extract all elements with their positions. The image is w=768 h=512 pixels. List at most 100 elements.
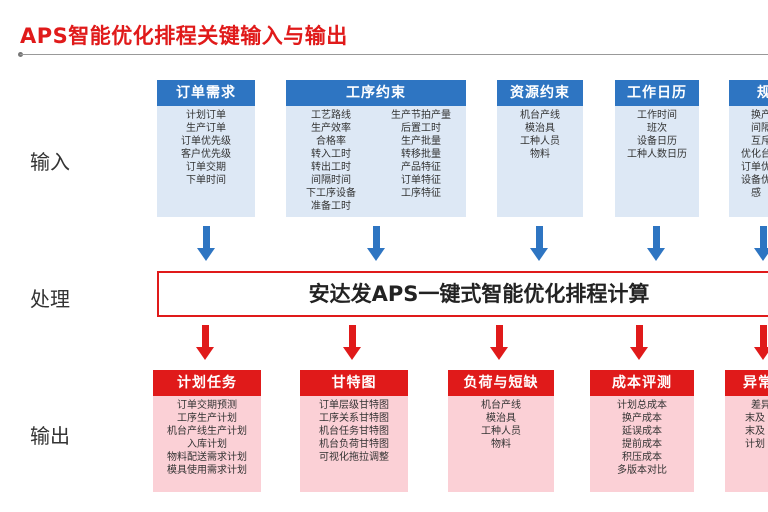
- list-item: 延误成本: [622, 426, 662, 437]
- title-rule: [20, 54, 768, 55]
- row-label-input: 输入: [30, 150, 70, 174]
- list-item: 工序关系甘特图: [319, 413, 389, 424]
- down-arrow-icon: [530, 226, 548, 262]
- list-item: 订单层级甘特图: [319, 400, 389, 411]
- list-item: 物料配送需求计划: [167, 452, 247, 463]
- list-item: 设备日历: [637, 136, 677, 147]
- column-left: 工艺路线 生产效率 合格率 转入工时 转出工时 间隔时间 下工序设备 准备工时: [286, 109, 376, 217]
- list-item: 订单优: [741, 162, 768, 173]
- list-item: 合格率: [316, 136, 346, 147]
- input-card-title: 工作日历: [615, 80, 699, 106]
- list-item: 物料: [530, 149, 550, 160]
- process-box-label: 安达发APS一键式智能优化排程计算: [308, 282, 650, 306]
- row-label-output: 输出: [30, 424, 70, 448]
- down-arrow-icon: [343, 325, 361, 361]
- down-arrow-icon: [647, 226, 665, 262]
- list-item: 优化台: [741, 149, 768, 160]
- process-box: 安达发APS一键式智能优化排程计算: [157, 271, 768, 317]
- list-item: 下单时间: [186, 175, 226, 186]
- list-item: 计划订单: [186, 110, 226, 121]
- output-card-plan-tasks: 计划任务 订单交期预测 工序生产计划 机台产线生产计划 入库计划 物料配送需求计…: [153, 370, 261, 492]
- down-arrow-icon: [196, 325, 214, 361]
- list-item: 生产订单: [186, 123, 226, 134]
- list-item: 产品特征: [401, 162, 441, 173]
- list-item: 工种人员: [481, 426, 521, 437]
- list-item: 班次: [647, 123, 667, 134]
- output-card-title: 计划任务: [153, 370, 261, 396]
- input-card-title: 工序约束: [286, 80, 466, 106]
- page-title: APS智能优化排程关键输入与输出: [20, 24, 348, 48]
- output-card-gantt: 甘特图 订单层级甘特图 工序关系甘特图 机台任务甘特图 机台负荷甘特图 可视化拖…: [300, 370, 408, 492]
- list-item: 下工序设备: [306, 188, 356, 199]
- down-arrow-icon: [490, 325, 508, 361]
- list-item: 模治具: [525, 123, 555, 134]
- list-item: 生产效率: [311, 123, 351, 134]
- output-card-body: 订单交期预测 工序生产计划 机台产线生产计划 入库计划 物料配送需求计划 模具使…: [153, 396, 261, 492]
- list-item: 可视化拖拉调整: [319, 452, 389, 463]
- list-item: 提前成本: [622, 439, 662, 450]
- output-card-body: 差异 末及 末及 计划: [725, 396, 768, 492]
- list-item: 末及: [745, 426, 765, 437]
- input-card-body: 工艺路线 生产效率 合格率 转入工时 转出工时 间隔时间 下工序设备 准备工时 …: [286, 106, 466, 217]
- output-card-title: 异常: [725, 370, 768, 396]
- list-item: 转移批量: [401, 149, 441, 160]
- input-card-body: 工作时间 班次 设备日历 工种人数日历: [615, 106, 699, 217]
- output-card-title: 负荷与短缺: [448, 370, 554, 396]
- output-card-body: 机台产线 模治具 工种人员 物料: [448, 396, 554, 492]
- down-arrow-icon: [630, 325, 648, 361]
- list-item: 订单交期: [186, 162, 226, 173]
- input-card-rules: 规 换产 间隔 互斥 优化台 订单优 设备优 感: [729, 80, 768, 217]
- list-item: 模具使用需求计划: [167, 465, 247, 476]
- list-item: 计划: [745, 439, 765, 450]
- list-item: 互斥: [751, 136, 768, 147]
- input-card-title: 规: [729, 80, 768, 106]
- output-card-title: 甘特图: [300, 370, 408, 396]
- input-card-body: 机台产线 模治具 工种人员 物料: [497, 106, 583, 217]
- list-item: 转入工时: [311, 149, 351, 160]
- list-item: 生产节拍产量: [391, 110, 451, 121]
- list-item: 订单特征: [401, 175, 441, 186]
- input-card-order-demand: 订单需求 计划订单 生产订单 订单优先级 客户优先级 订单交期 下单时间: [157, 80, 255, 217]
- input-card-body: 计划订单 生产订单 订单优先级 客户优先级 订单交期 下单时间: [157, 106, 255, 217]
- list-item: 机台产线: [481, 400, 521, 411]
- down-arrow-icon: [754, 325, 768, 361]
- list-item: 工作时间: [637, 110, 677, 121]
- input-card-process-constraints: 工序约束 工艺路线 生产效率 合格率 转入工时 转出工时 间隔时间 下工序设备 …: [286, 80, 466, 217]
- list-item: 物料: [491, 439, 511, 450]
- list-item: 差异: [751, 400, 768, 411]
- list-item: 订单优先级: [181, 136, 231, 147]
- list-item: 间隔: [751, 123, 768, 134]
- list-item: 工种人数日历: [627, 149, 687, 160]
- list-item: 模治具: [486, 413, 516, 424]
- list-item: 工序生产计划: [177, 413, 237, 424]
- output-card-load-shortage: 负荷与短缺 机台产线 模治具 工种人员 物料: [448, 370, 554, 492]
- list-item: 间隔时间: [311, 175, 351, 186]
- list-item: 工序特征: [401, 188, 441, 199]
- list-item: 工种人员: [520, 136, 560, 147]
- input-card-body: 换产 间隔 互斥 优化台 订单优 设备优 感: [729, 106, 768, 217]
- down-arrow-icon: [367, 226, 385, 262]
- output-card-body: 订单层级甘特图 工序关系甘特图 机台任务甘特图 机台负荷甘特图 可视化拖拉调整: [300, 396, 408, 492]
- list-item: 设备优: [741, 175, 768, 186]
- input-card-title: 资源约束: [497, 80, 583, 106]
- output-card-title: 成本评测: [590, 370, 694, 396]
- row-label-process: 处理: [30, 287, 70, 311]
- list-item: 后置工时: [401, 123, 441, 134]
- list-item: 积压成本: [622, 452, 662, 463]
- list-item: 感: [751, 188, 761, 199]
- list-item: 生产批量: [401, 136, 441, 147]
- list-item: 准备工时: [311, 201, 351, 212]
- input-card-title: 订单需求: [157, 80, 255, 106]
- list-item: 换产成本: [622, 413, 662, 424]
- list-item: 机台负荷甘特图: [319, 439, 389, 450]
- list-item: 计划总成本: [617, 400, 667, 411]
- down-arrow-icon: [754, 226, 768, 262]
- list-item: 转出工时: [311, 162, 351, 173]
- list-item: 机台任务甘特图: [319, 426, 389, 437]
- input-card-resource-constraints: 资源约束 机台产线 模治具 工种人员 物料: [497, 80, 583, 217]
- output-card-exceptions: 异常 差异 末及 末及 计划: [725, 370, 768, 492]
- list-item: 换产: [751, 110, 768, 121]
- list-item: 末及: [745, 413, 765, 424]
- list-item: 入库计划: [187, 439, 227, 450]
- list-item: 订单交期预测: [177, 400, 237, 411]
